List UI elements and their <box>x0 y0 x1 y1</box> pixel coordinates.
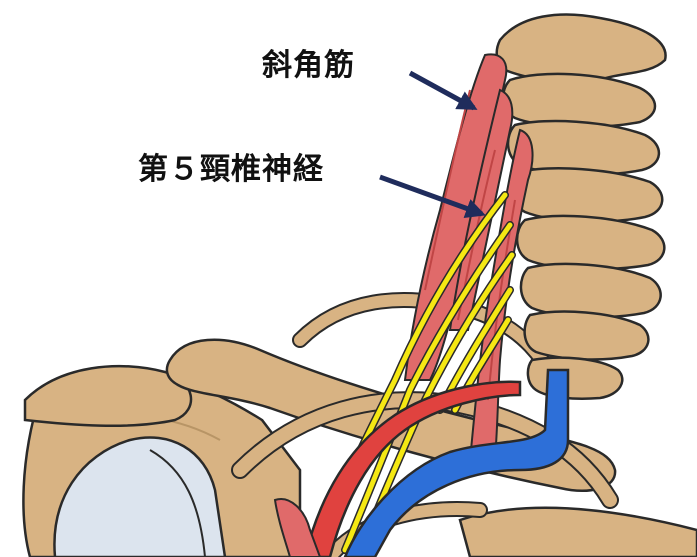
subclavian-vein <box>343 368 570 557</box>
arrow-icon <box>408 70 478 111</box>
c5-nerve-label: 第５頸椎神経 <box>138 152 324 187</box>
pectoralis-muscle <box>273 498 322 557</box>
acromion <box>23 364 193 427</box>
scalene-label: 斜角筋 <box>262 48 355 83</box>
humeral-head-cartilage <box>53 436 227 557</box>
scalene-muscles <box>403 53 534 461</box>
arrow-icon <box>379 174 486 218</box>
cervical-spine <box>495 13 667 400</box>
